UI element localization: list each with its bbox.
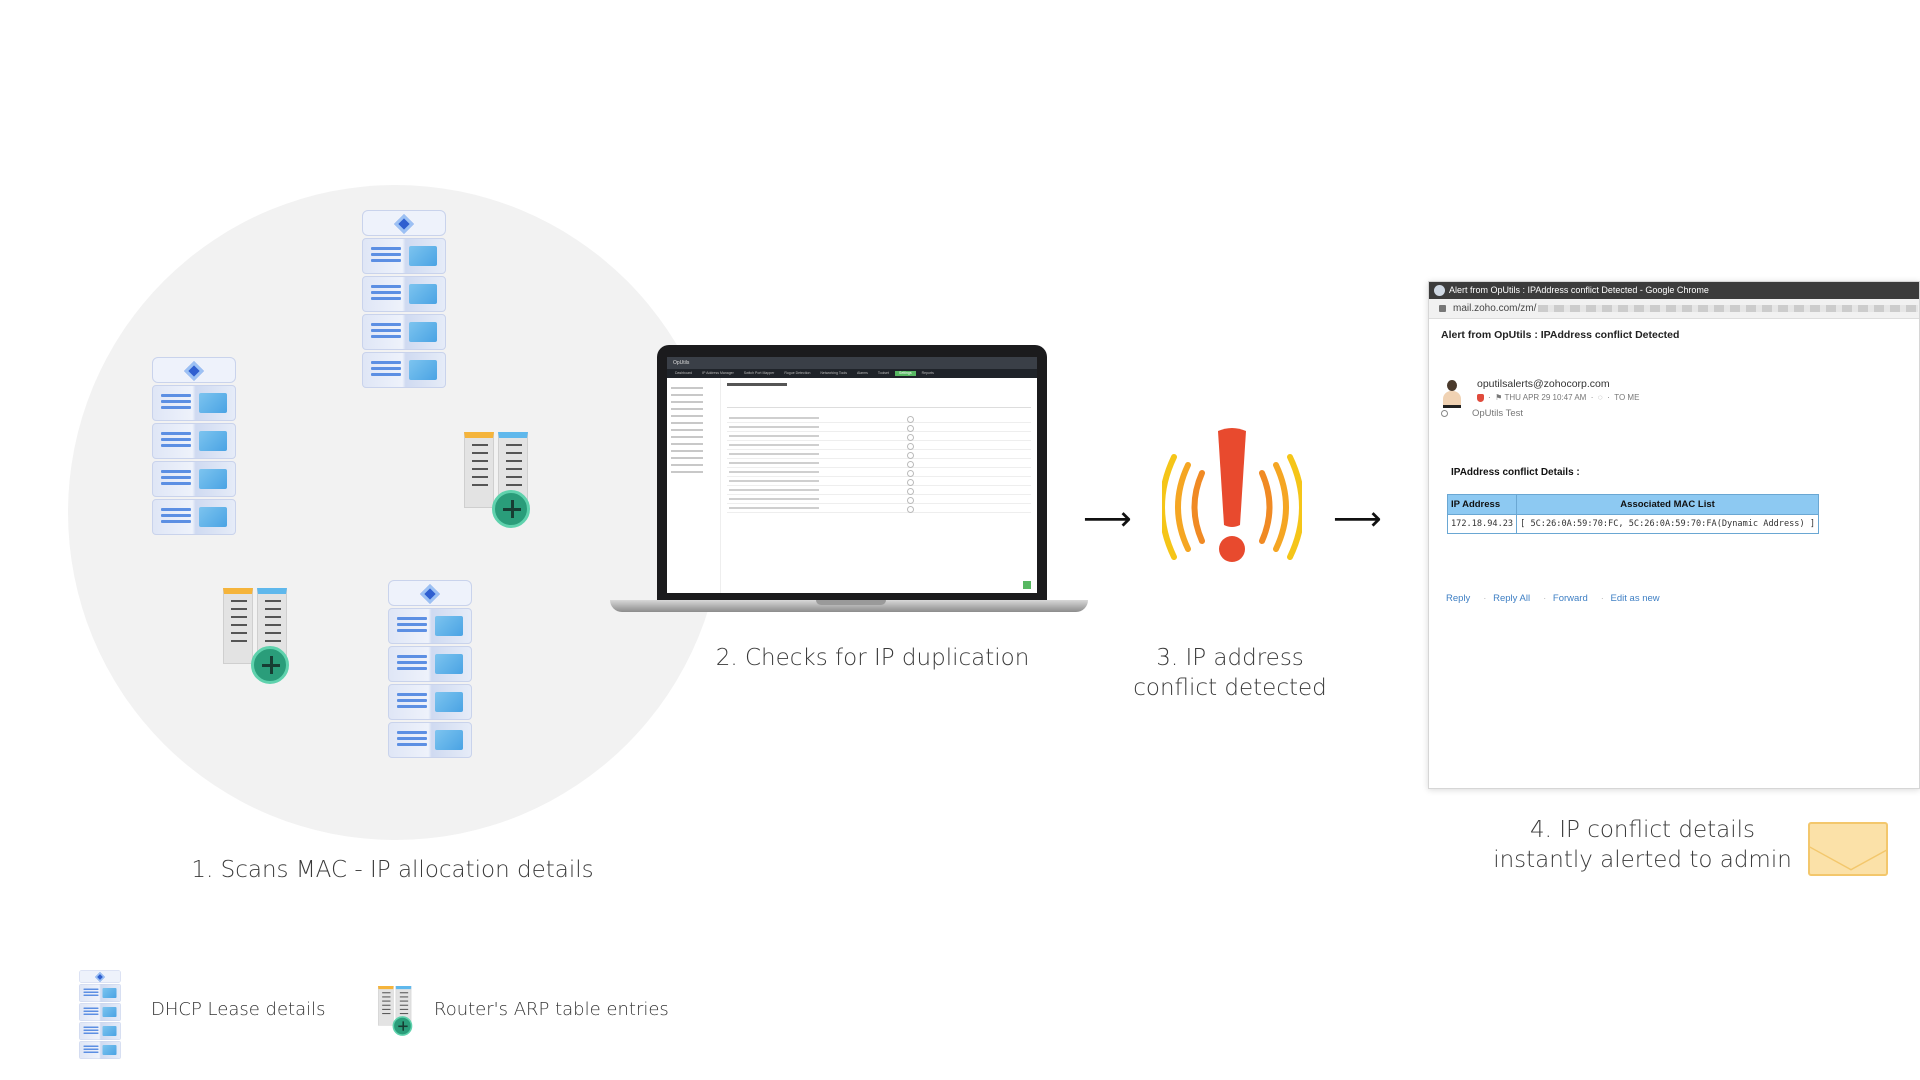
app-nav-item: Switch Port Mapper bbox=[743, 371, 775, 375]
dhcp-server-stack-icon bbox=[150, 357, 242, 535]
email-meta: · ⚑ THU APR 29 10:47 AM · ◌ · TO ME bbox=[1477, 393, 1639, 402]
table-row: 172.18.94.23 [ 5C:26:0A:59:70:FC, 5C:26:… bbox=[1446, 514, 1820, 534]
legend-dhcp-icon bbox=[78, 970, 124, 1059]
alert-exclamation-icon bbox=[1162, 428, 1302, 562]
browser-favicon-icon bbox=[1434, 285, 1445, 296]
email-to-name: OpUtils Test bbox=[1472, 408, 1524, 419]
app-nav-item: IP Address Manager bbox=[702, 371, 734, 375]
app-nav: Dashboard IP Address Manager Switch Port… bbox=[667, 369, 1037, 378]
lock-icon bbox=[1439, 305, 1446, 312]
app-nav-item: Networking Tools bbox=[820, 371, 847, 375]
arrow-right-icon: ⟶ bbox=[1083, 499, 1132, 539]
step4-caption: 4. IP conflict details instantly alerted… bbox=[1460, 815, 1825, 875]
table-header-ip: IP Address bbox=[1446, 494, 1518, 515]
email-window: Alert from OpUtils : IPAddress conflict … bbox=[1428, 281, 1920, 789]
browser-window-title: Alert from OpUtils : IPAddress conflict … bbox=[1449, 285, 1709, 295]
url-redacted bbox=[1538, 304, 1919, 312]
email-to-line: OpUtils Test bbox=[1441, 408, 1523, 419]
table-cell-mac: [ 5C:26:0A:59:70:FC, 5C:26:0A:59:70:FA(D… bbox=[1516, 514, 1820, 534]
step4-caption-line1: 4. IP conflict details bbox=[1530, 817, 1755, 843]
step2-caption: 2. Checks for IP duplication bbox=[715, 645, 1030, 671]
app-nav-item: Dashboard bbox=[675, 371, 693, 375]
app-nav-item-active: Settings bbox=[894, 371, 916, 376]
laptop-notch bbox=[816, 600, 886, 605]
app-main bbox=[727, 383, 1031, 593]
step3-caption-line2: conflict detected bbox=[1133, 675, 1327, 701]
step4-caption-line2: instantly alerted to admin bbox=[1493, 847, 1792, 873]
email-date: THU APR 29 10:47 AM bbox=[1504, 393, 1587, 402]
step3-caption-line1: 3. IP address bbox=[1156, 645, 1304, 671]
forward-link[interactable]: Forward bbox=[1552, 593, 1588, 604]
email-actions: Reply· Reply All· Forward· Edit as new bbox=[1446, 593, 1660, 604]
app-nav-item: Toolset bbox=[877, 371, 889, 375]
step1-caption: 1. Scans MAC - IP allocation details bbox=[191, 857, 594, 883]
legend-dhcp-label: DHCP Lease details bbox=[151, 999, 326, 1020]
oputils-app-screenshot: OpUtils Dashboard IP Address Manager Swi… bbox=[667, 357, 1037, 593]
legend-router-icon bbox=[378, 986, 413, 1036]
table-cell-ip: 172.18.94.23 bbox=[1446, 514, 1518, 534]
conflict-table: IP Address Associated MAC List 172.18.94… bbox=[1446, 494, 1820, 534]
email-from[interactable]: oputilsalerts@zohocorp.com bbox=[1477, 378, 1610, 390]
browser-urlbar[interactable]: mail.zoho.com/zm/ bbox=[1429, 299, 1919, 319]
router-arp-icon bbox=[464, 432, 530, 528]
laptop-screen: OpUtils Dashboard IP Address Manager Swi… bbox=[657, 345, 1047, 603]
browser-titlebar: Alert from OpUtils : IPAddress conflict … bbox=[1429, 282, 1919, 299]
table-header-mac: Associated MAC List bbox=[1516, 494, 1820, 515]
envelope-icon bbox=[1808, 822, 1888, 876]
reply-link[interactable]: Reply bbox=[1446, 593, 1471, 604]
step3-caption: 3. IP address conflict detected bbox=[1105, 643, 1355, 703]
app-nav-item: Rogue Detection bbox=[784, 371, 811, 375]
dhcp-server-stack-icon bbox=[386, 580, 478, 758]
dhcp-server-stack-icon bbox=[360, 210, 452, 388]
shield-icon bbox=[1477, 393, 1484, 402]
app-brand: OpUtils bbox=[667, 357, 1037, 369]
email-subject: Alert from OpUtils : IPAddress conflict … bbox=[1441, 329, 1680, 341]
browser-url: mail.zoho.com/zm/ bbox=[1453, 303, 1537, 314]
arrow-right-icon: ⟶ bbox=[1333, 499, 1382, 539]
email-to-label: TO ME bbox=[1614, 393, 1640, 402]
edit-as-new-link[interactable]: Edit as new bbox=[1610, 593, 1660, 604]
router-arp-icon bbox=[223, 588, 289, 684]
avatar-icon bbox=[1441, 380, 1463, 408]
app-nav-item: Reports bbox=[921, 371, 934, 375]
legend-router-label: Router's ARP table entries bbox=[434, 999, 669, 1020]
recipient-icon bbox=[1441, 409, 1448, 417]
reply-all-link[interactable]: Reply All bbox=[1493, 593, 1531, 604]
app-nav-item: Alarms bbox=[857, 371, 868, 375]
conflict-heading: IPAddress conflict Details : bbox=[1451, 467, 1580, 478]
app-sidebar bbox=[667, 378, 721, 593]
laptop-base bbox=[610, 600, 1088, 612]
